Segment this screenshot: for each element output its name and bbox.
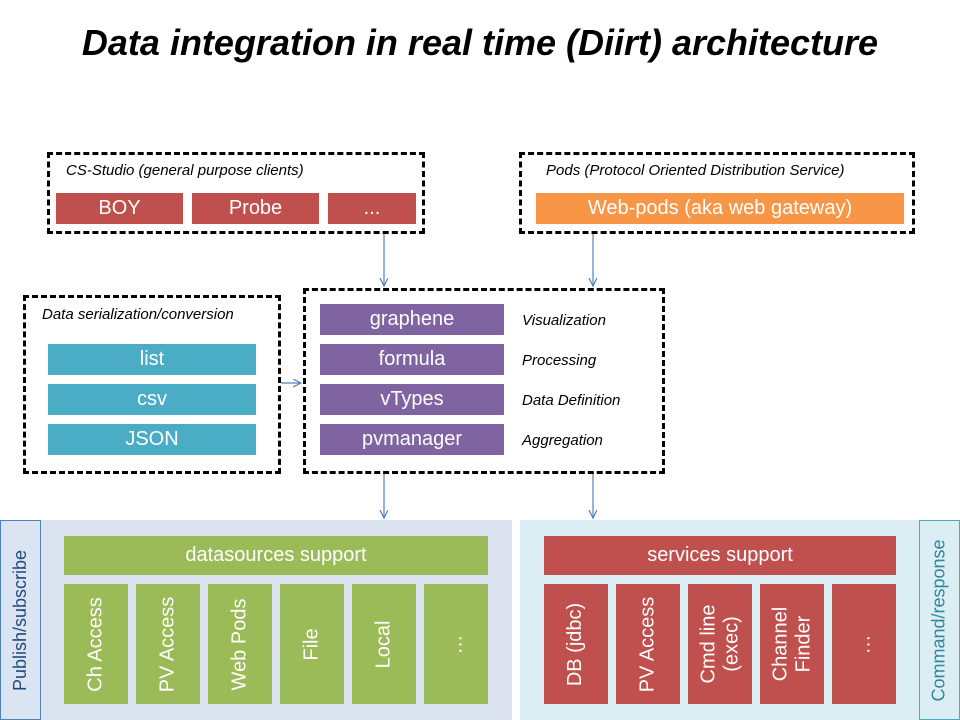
more-services-box[interactable]: … (832, 584, 896, 704)
ch-access-box[interactable]: Ch Access (64, 584, 128, 704)
db-jdbc-box[interactable]: DB (jdbc) (544, 584, 608, 704)
file-box[interactable]: File (280, 584, 344, 704)
core-group (303, 288, 665, 474)
more-datasources-box[interactable]: … (424, 584, 488, 704)
formula-box[interactable]: formula (320, 344, 504, 375)
cs-studio-group (47, 152, 425, 234)
datasources-support-header[interactable]: datasources support (64, 536, 488, 575)
graphene-box[interactable]: graphene (320, 304, 504, 335)
csv-box[interactable]: csv (48, 384, 256, 415)
pv-access-service-box[interactable]: PV Access (616, 584, 680, 704)
serialization-group (23, 295, 281, 474)
list-box[interactable]: list (48, 344, 256, 375)
json-box[interactable]: JSON (48, 424, 256, 455)
cs-studio-label: CS-Studio (general purpose clients) (66, 162, 304, 179)
serialization-label: Data serialization/conversion (42, 306, 234, 323)
data-definition-label: Data Definition (522, 392, 621, 409)
pods-label: Pods (Protocol Oriented Distribution Ser… (546, 162, 845, 179)
processing-label: Processing (522, 352, 597, 369)
web-pods-datasource-box[interactable]: Web Pods (208, 584, 272, 704)
visualization-label: Visualization (522, 312, 606, 329)
aggregation-label: Aggregation (522, 432, 603, 449)
channel-finder-box[interactable]: Channel Finder (760, 584, 824, 704)
page-title: Data integration in real time (Diirt) ar… (81, 22, 879, 63)
pods-group (519, 152, 915, 234)
vtypes-box[interactable]: vTypes (320, 384, 504, 415)
publish-subscribe-tab: Publish/subscribe (0, 520, 41, 720)
services-support-header[interactable]: services support (544, 536, 896, 575)
probe-box[interactable]: Probe (192, 193, 319, 224)
pv-access-datasource-box[interactable]: PV Access (136, 584, 200, 704)
boy-box[interactable]: BOY (56, 193, 183, 224)
pvmanager-box[interactable]: pvmanager (320, 424, 504, 455)
more-clients-box[interactable]: ... (328, 193, 416, 224)
command-response-tab: Command/response (919, 520, 960, 720)
local-box[interactable]: Local (352, 584, 416, 704)
web-pods-box[interactable]: Web-pods (aka web gateway) (536, 193, 904, 224)
cmd-line-box[interactable]: Cmd line (exec) (688, 584, 752, 704)
